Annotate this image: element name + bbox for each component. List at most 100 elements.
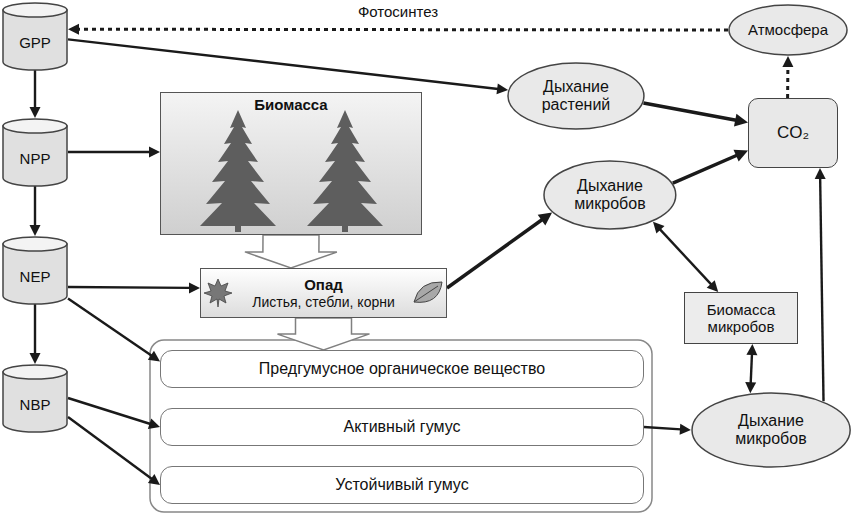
node-text: NBP [20, 396, 51, 413]
text-group: GPP [19, 34, 51, 51]
cylinder-top [3, 119, 67, 133]
biomass-fill [160, 92, 422, 235]
node-text: Биомасса [254, 96, 327, 113]
flow-arrow [643, 103, 748, 126]
respiration-ellipse: Дыхание микробов [543, 160, 677, 230]
humus-band: Предгумусное органическое вещество [160, 350, 644, 388]
node-text: Дыхание растений [528, 78, 623, 115]
connector-line [643, 103, 736, 120]
arrow-head [707, 280, 719, 292]
text-group: Активный гумус [344, 418, 461, 436]
ellipse-shape [544, 161, 676, 229]
connector-line [68, 151, 150, 153]
arrow-head [68, 24, 79, 35]
node-text: NEP [20, 268, 51, 285]
humus-container [150, 340, 652, 512]
respiration-ellipse: Дыхание растений [507, 62, 645, 130]
text-group: ОпадЛистья, стебли, корни [252, 276, 395, 309]
humus-band: Устойчивый гумус [160, 466, 644, 504]
spruce-tree [307, 110, 383, 232]
connector-line [34, 304, 36, 354]
connector-line [660, 229, 712, 285]
ellipse-shape [692, 393, 850, 467]
edge-label: Фотосинтез [354, 2, 442, 19]
microbe-biomass-box: Биомасса микробов [684, 292, 798, 344]
atmosphere-ellipse: Атмосфера [728, 4, 848, 56]
node-text: Дыхание микробов [715, 412, 826, 449]
biomass-box: Биомасса [160, 92, 422, 235]
flow-arrow [68, 147, 160, 158]
arrow-head [653, 222, 665, 234]
node-text: Предгумусное органическое вещество [259, 360, 545, 378]
arrow-head [538, 213, 552, 226]
text-group: Биомасса [254, 96, 327, 113]
arrow-head [497, 83, 509, 94]
connector-line [644, 427, 681, 429]
text-group: Дыхание растений [528, 78, 623, 115]
connector-line [68, 299, 152, 356]
arrow-head [782, 56, 793, 67]
flow-arrow [68, 299, 160, 362]
ellipse-shape [508, 63, 644, 129]
co2-box: CO₂ [748, 98, 838, 168]
litter-box: ОпадЛистья, стебли, корни [200, 268, 447, 318]
arrow-head [30, 107, 41, 118]
text-group: Биомасса микробов [685, 301, 797, 336]
block-arrow [245, 235, 337, 268]
maple-leaf [204, 279, 232, 307]
cylinder-body [3, 126, 67, 186]
connector-line [820, 178, 823, 401]
flow-arrow [745, 344, 757, 393]
flow-arrow [815, 168, 826, 401]
spruce-tree [200, 110, 276, 232]
flow-arrow [30, 304, 41, 364]
arrow-head [734, 114, 748, 127]
arrow-head [815, 168, 826, 179]
arrow-head [148, 474, 160, 485]
cylinder-body [3, 10, 67, 70]
flow-arrow [673, 150, 748, 183]
node-text: Биомасса микробов [685, 301, 797, 336]
flow-arrow [245, 235, 337, 268]
cylinder-top [3, 3, 67, 17]
respiration-ellipse: Дыхание микробов [691, 392, 851, 468]
flow-arrow [68, 398, 160, 429]
cylinder-top [3, 237, 67, 251]
connector-line [447, 220, 542, 288]
node-text: GPP [19, 34, 51, 51]
arrow-head [148, 351, 160, 362]
connector-line [68, 417, 152, 479]
arrow-head [746, 344, 757, 355]
node-text: Атмосфера [748, 21, 828, 38]
connector-line [751, 354, 752, 383]
connector-line [786, 66, 789, 98]
pool-cylinder: NEP [2, 236, 68, 304]
humus-band: Активный гумус [160, 408, 644, 446]
text-group: NBP [20, 396, 51, 413]
connector-line [68, 286, 190, 289]
arrow-head [148, 418, 160, 429]
arrow-head [189, 282, 200, 293]
node-text: Листья, стебли, корни [252, 294, 395, 310]
flow-arrow [68, 39, 508, 94]
text-group: Устойчивый гумус [335, 476, 468, 494]
arrow-head [745, 382, 756, 393]
node-text: Опад [304, 276, 343, 293]
flow-arrow [782, 56, 793, 98]
litter-fill [200, 268, 447, 318]
leaf [414, 282, 442, 302]
arrow-head [734, 150, 749, 162]
text-group: Дыхание микробов [564, 177, 656, 214]
pool-cylinder: NPP [2, 118, 68, 186]
flow-arrow [68, 417, 160, 485]
arrow-head [30, 225, 41, 236]
arrow-head [680, 424, 691, 435]
node-text: Устойчивый гумус [335, 476, 468, 494]
text-group: NPP [20, 150, 51, 167]
flow-arrow [447, 213, 552, 289]
flow-arrow [30, 186, 41, 236]
cylinder-top [3, 365, 67, 379]
leaf-vein [414, 286, 438, 302]
block-arrow [278, 318, 370, 350]
